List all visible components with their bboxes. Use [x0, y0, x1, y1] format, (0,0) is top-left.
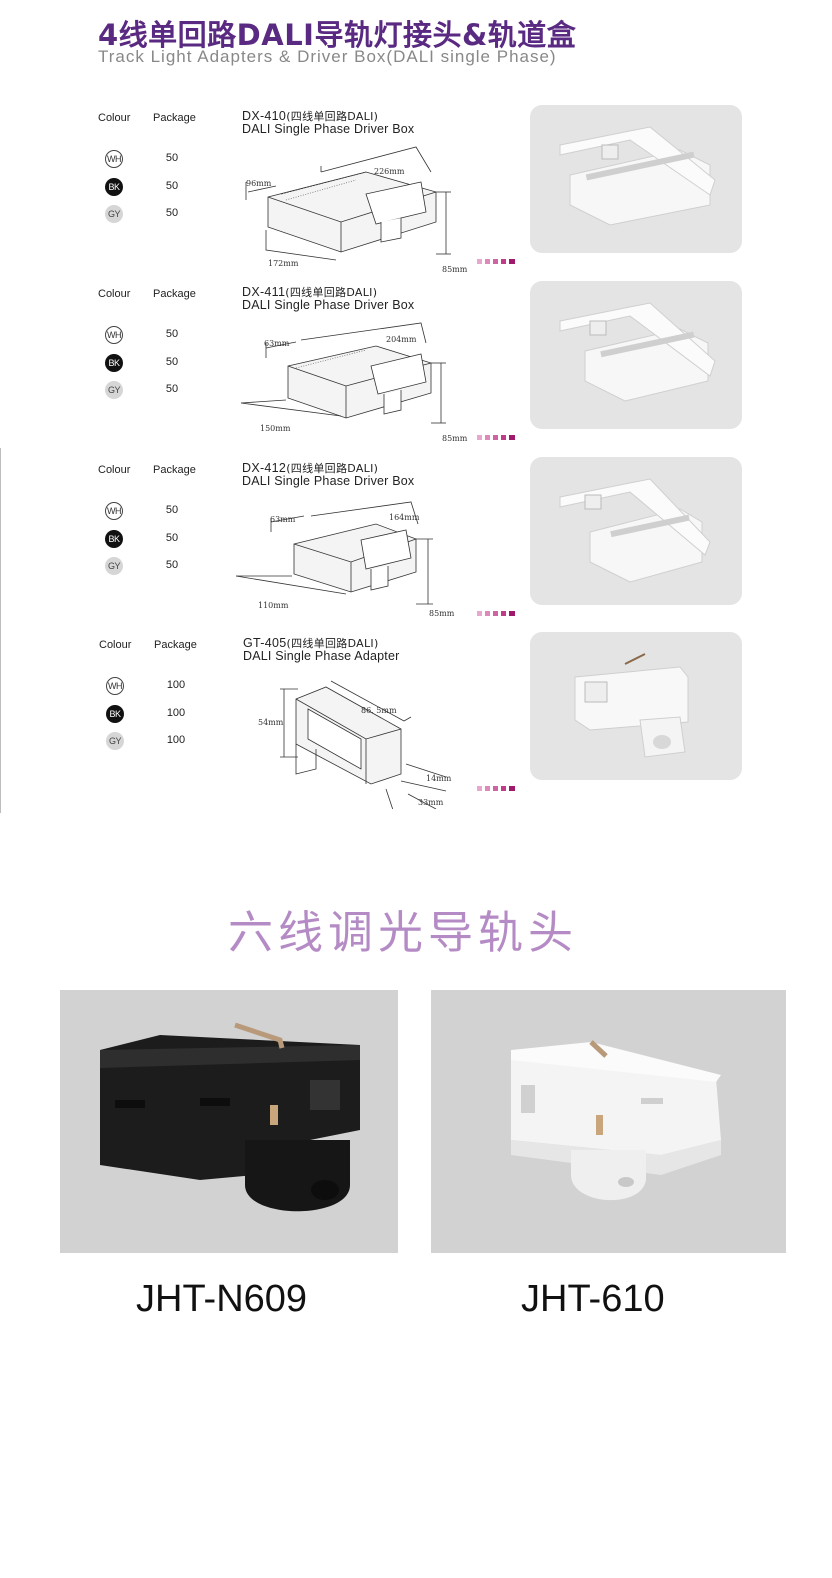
colour-badge-wh: WH [105, 502, 123, 520]
dim-width: 63mm [270, 515, 296, 524]
model-number: DX-411(四线单回路DALI) [242, 285, 378, 299]
model-number: DX-412(四线单回路DALI) [242, 461, 379, 475]
colour-header: Colour [99, 639, 132, 651]
dim-height: 85mm [429, 609, 455, 618]
dim-length: 226mm [374, 167, 405, 176]
dimension-drawing: 96mm 226mm 172mm 85mm [245, 146, 468, 272]
six-wire-title: 六线调光导轨头 [227, 906, 578, 959]
accent-dots [477, 427, 518, 440]
dim-base: 172mm [268, 259, 299, 268]
dim-height: 85mm [442, 265, 468, 272]
package-qty: 50 [165, 356, 179, 368]
accent-dots [477, 603, 518, 616]
colour-badge-gy: GY [105, 557, 123, 575]
product-photo [530, 281, 742, 429]
colour-badge-gy: GY [105, 381, 123, 399]
package-qty: 50 [165, 383, 179, 395]
model-number: DX-410(四线单回路DALI) [242, 109, 379, 123]
package-qty: 50 [165, 207, 179, 219]
page-title: 4线单回路DALI导轨灯接头&轨道盒 [98, 18, 577, 52]
dim-length: 204mm [386, 335, 417, 344]
package-qty: 50 [165, 559, 179, 571]
dim-depth: 14mm [426, 774, 452, 783]
product-photo [530, 105, 742, 253]
left-divider [0, 448, 1, 813]
package-header: Package [153, 288, 196, 300]
colour-header: Colour [98, 464, 131, 476]
model-number: GT-405(四线单回路DALI) [243, 636, 379, 650]
dimension-drawing: 63mm 204mm 150mm 85mm [240, 322, 468, 443]
package-qty: 50 [165, 504, 179, 516]
colour-header: Colour [98, 288, 131, 300]
dim-height: 54mm [258, 718, 284, 727]
colour-badge-gy: GY [106, 732, 124, 750]
model-description: DALI Single Phase Driver Box [242, 298, 415, 312]
product-dx-412: Colour Package WH 50 BK 50 GY 50 DX-412(… [0, 457, 832, 634]
package-qty: 50 [165, 532, 179, 544]
colour-badge-gy: GY [105, 205, 123, 223]
model-description: DALI Single Phase Driver Box [242, 474, 415, 488]
accent-dots [477, 778, 518, 791]
package-header: Package [153, 112, 196, 124]
colour-badge-wh: WH [105, 326, 123, 344]
accent-dots [477, 251, 518, 264]
package-qty: 100 [166, 707, 186, 719]
package-header: Package [154, 639, 197, 651]
colour-badge-bk: BK [105, 354, 123, 372]
dim-width: 63mm [264, 339, 290, 348]
dim-length: 164mm [389, 513, 420, 522]
colour-badge-bk: BK [105, 178, 123, 196]
dim-base: 150mm [260, 424, 291, 433]
product-label-jht-610: JHT-610 [521, 1278, 665, 1320]
product-photo [530, 632, 742, 780]
product-photo-jht-n609 [60, 990, 398, 1253]
package-qty: 50 [165, 328, 179, 340]
product-photo [530, 457, 742, 605]
dim-base: 33mm [418, 798, 444, 807]
product-label-jht-n609: JHT-N609 [136, 1278, 308, 1320]
package-qty: 50 [165, 180, 179, 192]
product-dx-410: Colour Package WH 50 BK 50 GY 50 DX-410(… [0, 105, 832, 282]
product-dx-411: Colour Package WH 50 BK 50 GY 50 DX-411(… [0, 281, 832, 458]
model-description: DALI Single Phase Adapter [243, 649, 400, 663]
colour-badge-wh: WH [105, 150, 123, 168]
colour-badge-bk: BK [106, 705, 124, 723]
dim-height: 85mm [442, 434, 468, 443]
dim-base: 110mm [258, 601, 289, 610]
dim-length: 86. 5mm [361, 706, 397, 715]
colour-header: Colour [98, 112, 131, 124]
product-photo-jht-610 [431, 990, 786, 1253]
dim-width: 96mm [246, 179, 272, 188]
product-gt-405: Colour Package WH 100 BK 100 GY 100 GT-4… [0, 632, 832, 809]
model-description: DALI Single Phase Driver Box [242, 122, 415, 136]
package-qty: 100 [166, 734, 186, 746]
dimension-drawing: 63mm 164mm 110mm 85mm [236, 501, 455, 618]
page-subtitle: Track Light Adapters & Driver Box(DALI s… [98, 47, 557, 66]
colour-badge-bk: BK [105, 530, 123, 548]
dimension-drawing: 54mm 86. 5mm 14mm 33mm [258, 680, 452, 809]
colour-badge-wh: WH [106, 677, 124, 695]
package-qty: 100 [166, 679, 186, 691]
package-qty: 50 [165, 152, 179, 164]
package-header: Package [153, 464, 196, 476]
